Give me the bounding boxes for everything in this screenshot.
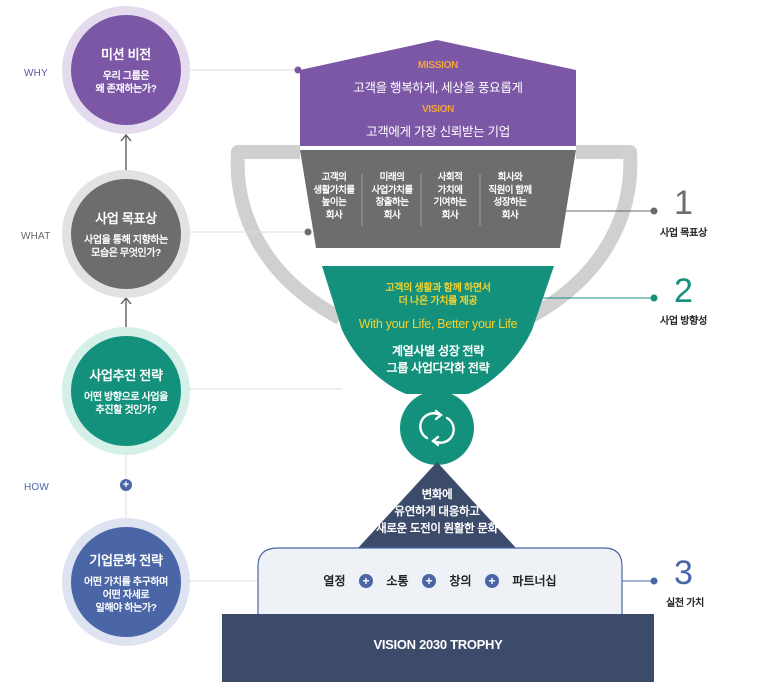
value-item: 소통	[386, 574, 409, 588]
business-strategy-cup	[322, 266, 554, 394]
culture-circle-desc: 어떤 가치를 추구하며 어떤 자세로 일해야 하는가?	[84, 576, 168, 614]
values-row: 열정 + 소통 + 창의 + 파트너십	[258, 572, 622, 590]
vision-label: VISION	[421, 104, 455, 115]
business-goals-block	[300, 150, 576, 248]
side-label-how: HOW	[24, 482, 50, 493]
strategy-circle-ring: 사업추진 전략 어떤 방향으로 사업을 추진할 것인가?	[62, 327, 190, 455]
value-item: 창의	[449, 574, 472, 588]
side-label-why: WHY	[24, 68, 48, 79]
marker-label-3: 실천 가치	[666, 598, 705, 609]
strategy-circle: 사업추진 전략 어떤 방향으로 사업을 추진할 것인가?	[71, 336, 181, 446]
plus-icon: +	[120, 479, 132, 491]
side-label-what: WHAT	[21, 231, 51, 242]
mission-circle-desc: 우리 그룹은 왜 존재하는가?	[95, 71, 157, 95]
direction-ko: 고객의 생활과 함께 하면서 더 나은 가치를 제공	[385, 283, 491, 307]
plus-icon: +	[421, 573, 436, 588]
goal-circle-title: 사업 목표상	[95, 211, 157, 226]
marker-label-1: 사업 목표상	[660, 228, 707, 239]
goal-circle: 사업 목표상 사업을 통해 지향하는 모습은 무엇인가?	[71, 179, 181, 289]
mission-circle: 미션 비전 우리 그룹은 왜 존재하는가?	[71, 15, 181, 125]
marker-label-2: 사업 방향성	[660, 316, 707, 327]
goal-item: 회사와 직원이 함께 성장하는 회사	[488, 172, 532, 221]
trophy-base-label: VISION 2030 TROPHY	[373, 637, 503, 652]
culture-circle-ring: 기업문화 전략 어떤 가치를 추구하며 어떤 자세로 일해야 하는가?	[62, 518, 190, 646]
values-frame	[257, 547, 623, 620]
plus-icon: +	[484, 573, 499, 588]
goal-item: 고객의 생활가치를 높이는 회사	[313, 172, 355, 221]
trophy-base	[222, 614, 654, 682]
connector-dot	[294, 66, 302, 74]
trophy-right-handle	[524, 145, 638, 325]
value-item: 열정	[323, 574, 346, 588]
connector-dot	[304, 228, 312, 236]
mission-text: 고객을 행복하게, 세상을 풍요롭게	[353, 81, 523, 95]
cup-stem-circle	[400, 391, 474, 465]
goal-circle-ring: 사업 목표상 사업을 통해 지향하는 모습은 무엇인가?	[62, 170, 190, 298]
direction-en: With your Life, Better your Life	[358, 317, 518, 331]
marker-dot-2	[650, 294, 658, 302]
marker-number-2: 2	[674, 272, 693, 310]
plus-icon: +	[358, 573, 373, 588]
mission-circle-ring: 미션 비전 우리 그룹은 왜 존재하는가?	[62, 6, 190, 134]
value-item: 파트너십	[512, 574, 557, 588]
marker-number-3: 3	[674, 554, 693, 592]
arrow-up-icon	[120, 133, 132, 172]
goal-circle-desc: 사업을 통해 지향하는 모습은 무엇인가?	[84, 235, 168, 259]
marker-number-1: 1	[674, 184, 693, 222]
marker-dot-1	[650, 207, 658, 215]
goal-item: 미래의 사업가치를 창출하는 회사	[371, 172, 413, 221]
goal-item: 사회적 가치에 기여하는 회사	[433, 172, 467, 221]
strategy-circle-desc: 어떤 방향으로 사업을 추진할 것인가?	[84, 392, 168, 416]
strategies-text: 계열사별 성장 전략 그룹 사업다각화 전략	[386, 344, 490, 375]
mission-vision-block	[300, 40, 576, 146]
mission-label: MISSION	[417, 60, 459, 71]
culture-circle-title: 기업문화 전략	[89, 552, 163, 568]
culture-text: 변화에 유연하게 대응하고 새로운 도전이 원활한 문화	[376, 489, 498, 535]
marker-dot-3	[650, 577, 658, 585]
refresh-icon	[419, 409, 455, 447]
strategy-circle-title: 사업추진 전략	[89, 368, 163, 383]
vision-text: 고객에게 가장 신뢰받는 기업	[366, 125, 510, 139]
mission-circle-title: 미션 비전	[101, 47, 151, 62]
trophy-left-handle	[230, 145, 344, 325]
culture-stem	[358, 462, 516, 548]
arrow-up-icon	[120, 296, 132, 332]
culture-circle: 기업문화 전략 어떤 가치를 추구하며 어떤 자세로 일해야 하는가?	[71, 527, 181, 637]
